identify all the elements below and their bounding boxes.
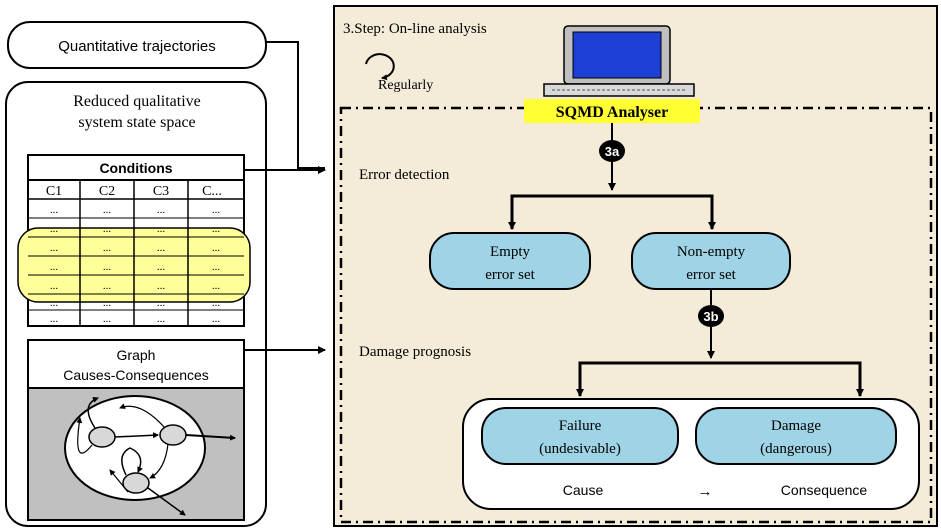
reduced-space-title-line2: system state space [78,114,195,131]
table-cell: ... [212,223,221,235]
column-header-c1: C1 [46,184,62,199]
graph-panel: Graph Causes-Consequences [27,339,245,521]
step-title: 3.Step: On-line analysis [343,21,487,37]
reduced-space-title-line1: Reduced qualitative [73,93,201,110]
table-cell: ... [157,297,166,309]
graph-title-line1: Graph [117,347,156,363]
consequence-label: Consequence [781,482,868,498]
failure-line1: Failure [559,418,602,434]
conditions-table: Conditions C1 C2 C3 C... [17,154,251,327]
table-cell: ... [50,280,59,292]
refresh-cycle-icon [365,53,395,81]
conditions-table-cells: ........................................… [50,204,221,325]
table-cell: ... [50,204,59,216]
error-detection-label: Error detection [359,167,450,183]
nonempty-error-set-node: Non-empty error set [631,232,791,290]
table-cell: ... [50,261,59,273]
table-cell: ... [50,313,59,325]
table-cell: ... [157,313,166,325]
nonempty-error-set-line1: Non-empty [677,244,746,260]
damage-prognosis-label: Damage prognosis [359,344,471,360]
table-cell: ... [103,223,112,235]
table-cell: ... [103,261,112,273]
computer-icon [543,25,695,97]
empty-error-set-line2: error set [485,267,535,283]
table-cell: ... [212,297,221,309]
trajectories-connector [266,41,325,169]
analyser-label: SQMD Analyser [556,104,668,121]
failure-line2: (undesivable) [539,441,621,457]
table-cell: ... [157,261,166,273]
table-cell: ... [103,280,112,292]
step-3a-badge [599,140,625,162]
table-cell: ... [212,242,221,254]
column-header-c2: C2 [99,184,115,199]
graph-title-line2: Causes-Consequences [63,367,209,383]
quantitative-trajectories-box: Quantitative trajectories [7,21,267,69]
table-cell: ... [103,242,112,254]
damage-node: Damage (dangerous) [695,407,897,465]
empty-error-set-node: Empty error set [429,232,591,290]
conditions-header: Conditions [99,160,172,176]
analyser-label-bg [524,99,700,123]
step-3b-badge [698,305,724,327]
table-cell: ... [157,223,166,235]
quantitative-trajectories-label: Quantitative trajectories [58,38,216,55]
table-cell: ... [50,223,59,235]
table-cell: ... [103,313,112,325]
failure-node: Failure (undesivable) [481,407,679,465]
table-cell: ... [103,297,112,309]
damage-line2: (dangerous) [760,441,832,457]
nonempty-error-set-line2: error set [686,267,736,283]
table-cell: ... [50,297,59,309]
cause-to-consequence-arrow: → [698,483,713,500]
regularly-label: Regularly [378,78,433,93]
table-cell: ... [212,313,221,325]
step-3a-label: 3a [605,144,620,159]
column-header-c-more: C... [202,184,222,199]
table-cell: ... [212,280,221,292]
column-header-c3: C3 [153,184,169,199]
table-cell: ... [103,204,112,216]
causal-graph-illustration [64,395,236,516]
cause-label: Cause [563,482,604,498]
table-cell: ... [157,242,166,254]
table-cell: ... [50,242,59,254]
empty-error-set-line1: Empty [490,244,530,260]
step-3b-label: 3b [703,309,718,324]
table-cell: ... [157,204,166,216]
table-cell: ... [157,280,166,292]
table-cell: ... [212,261,221,273]
damage-line1: Damage [771,418,821,434]
table-cell: ... [212,204,221,216]
